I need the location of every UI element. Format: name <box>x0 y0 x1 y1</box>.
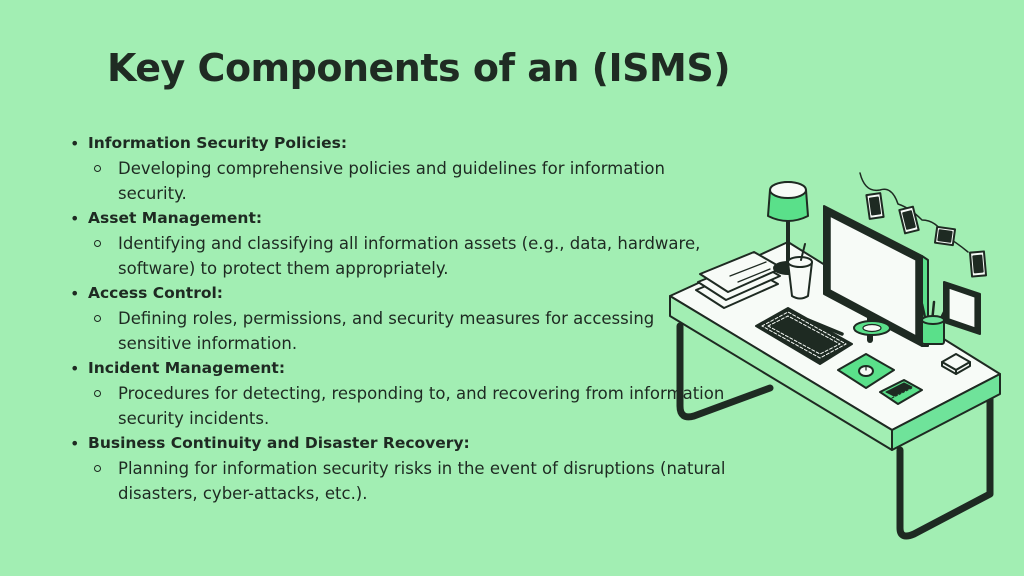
components-list: Information Security Policies: Developin… <box>66 131 725 506</box>
desk-legs <box>676 322 994 540</box>
desk-lamp-icon <box>767 181 809 275</box>
paper-stack-icon <box>695 251 783 309</box>
photo-garland-icon <box>859 172 988 278</box>
drink-cup-icon <box>787 243 813 300</box>
item-description: Defining roles, permissions, and securit… <box>88 306 728 356</box>
item-description: Procedures for detecting, responding to,… <box>88 381 728 431</box>
item-description: Developing comprehensive policies and gu… <box>88 156 728 206</box>
item-heading: Access Control: <box>88 284 224 302</box>
item-heading: Business Continuity and Disaster Recover… <box>88 434 470 452</box>
item-heading: Information Security Policies: <box>88 134 348 152</box>
picture-frame-icon <box>943 281 981 335</box>
item-description: Identifying and classifying all informat… <box>88 231 728 281</box>
pencil-cup-icon <box>920 300 948 345</box>
list-item: Access Control: Defining roles, permissi… <box>66 281 716 356</box>
item-heading: Asset Management: <box>88 209 263 227</box>
mouse-icon <box>858 365 874 377</box>
list-item: Asset Management: Identifying and classi… <box>66 206 716 281</box>
item-heading: Incident Management: <box>88 359 286 377</box>
item-description: Planning for information security risks … <box>88 456 728 506</box>
desk-workstation-illustration <box>669 172 1001 540</box>
calculator-icon <box>879 379 923 405</box>
keyboard-icon <box>755 307 853 365</box>
list-item: Incident Management: Procedures for dete… <box>66 356 724 431</box>
list-item: Information Security Policies: Developin… <box>66 131 716 206</box>
page-title: Key Components of an (ISMS) <box>107 46 731 90</box>
list-item: Business Continuity and Disaster Recover… <box>66 431 725 506</box>
sticky-notes-icon <box>941 353 971 375</box>
